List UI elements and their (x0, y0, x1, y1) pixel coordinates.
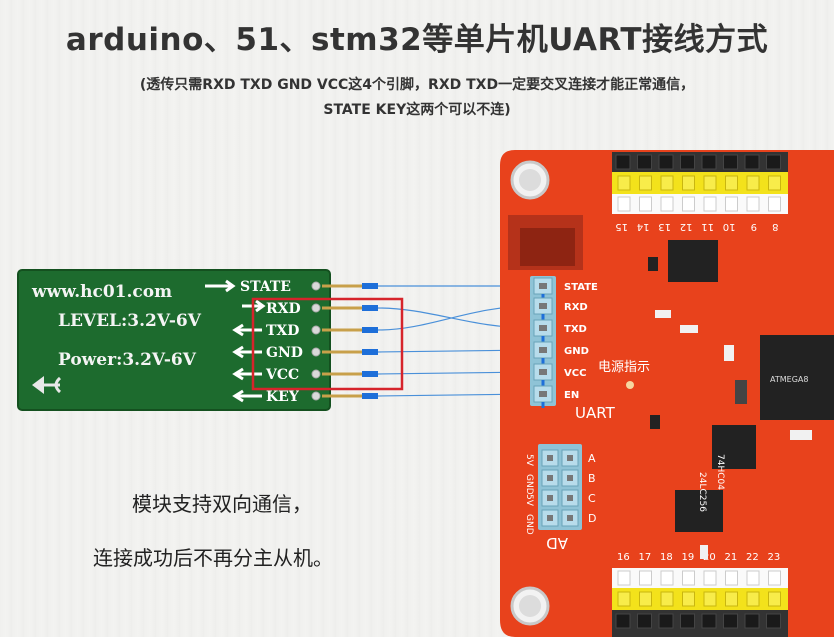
ad-pin-voltage: GND (524, 474, 534, 495)
bottom-pin-number: 19 (682, 552, 695, 563)
blue-pin-tip-key (362, 393, 378, 399)
module-power: Power:3.2V-6V (58, 350, 197, 370)
top-pin-number: 9 (751, 221, 757, 232)
top-pin-numbers: 15 14 13 12 11 10 9 8 (615, 221, 778, 232)
bottom-pin-number: 20 (703, 552, 716, 563)
bottom-pin-number: 21 (725, 552, 738, 563)
power-led-icon (626, 381, 634, 389)
ad-pin-voltage: GND (524, 514, 534, 535)
solder-pad (311, 369, 321, 379)
ad-header: 5V A GND B 5V C GND D AD (524, 444, 596, 552)
ic-middle (712, 425, 756, 469)
arrow-icon-state (205, 279, 236, 293)
ad-pin-letter: A (588, 452, 596, 465)
module-pin-label-vcc: VCC (265, 367, 299, 383)
top-header (612, 152, 788, 214)
ad-pin-voltage: 5V (524, 494, 534, 507)
arrow-icon-vcc (232, 367, 262, 381)
arrow-icon-gnd (232, 345, 262, 359)
top-pin-number: 13 (658, 221, 671, 232)
solder-pad (311, 347, 321, 357)
bottom-pin-number: 18 (660, 552, 673, 563)
top-pin-number: 12 (680, 221, 693, 232)
top-pin-number: 15 (615, 221, 628, 232)
ad-pin-letter: C (588, 492, 596, 505)
bottom-pin-numbers: 16 17 18 19 20 21 22 23 (617, 552, 780, 563)
bottom-pin-number: 17 (639, 552, 652, 563)
chip-label: ATMEGA8 (770, 375, 808, 384)
small-components (648, 257, 812, 559)
blue-pin-tip-gnd (362, 349, 378, 355)
board-pin-label-rxd: RXD (564, 302, 588, 313)
arrow-icon-txd (232, 323, 262, 337)
top-pin-number: 10 (723, 221, 736, 232)
top-pin-number: 8 (772, 221, 778, 232)
uart-label: UART (575, 404, 616, 422)
ad-pin-letter: B (588, 472, 596, 485)
mcu-board: 15 14 13 12 11 10 9 8 16 17 18 19 20 21 22 23 STATE RXD… (500, 150, 834, 637)
subtitle-line-1: (透传只需RXD TXD GND VCC这4个引脚，RXD TXD一定要交叉连接… (139, 77, 695, 93)
uart-header (530, 276, 556, 408)
module-pin-label-txd: TXD (266, 323, 299, 339)
board-pin-label-en: EN (564, 390, 579, 401)
board-pin-label-txd: TXD (564, 324, 587, 335)
page-title: arduino、51、stm32等单片机UART接线方式 (65, 22, 769, 58)
board-pin-label-state: STATE (564, 282, 598, 293)
ic-label-2: 24LC256 (697, 472, 707, 512)
module-website: www.hc01.com (31, 282, 172, 302)
subtitle-line-2: STATE KEY这两个可以不连) (323, 102, 511, 118)
module-pin-label-gnd: GND (266, 345, 303, 361)
blue-pin-tip-state (362, 283, 378, 289)
bottom-pin-number: 23 (768, 552, 781, 563)
board-pin-label-gnd: GND (564, 346, 589, 357)
note-line-1: 模块支持双向通信， (132, 492, 312, 516)
module-pin-label-state: STATE (240, 279, 291, 295)
power-indicator-label: 电源指示 (598, 360, 650, 375)
blue-pin-tip-rxd (362, 305, 378, 311)
module-level: LEVEL:3.2V-6V (58, 311, 202, 331)
solder-pad (311, 325, 321, 335)
bottom-pin-number: 22 (746, 552, 759, 563)
bottom-header (612, 568, 788, 637)
solder-pad (311, 281, 321, 291)
solder-pad (311, 391, 321, 401)
ic-label-1: 74HC04 (715, 454, 725, 490)
ad-label: AD (546, 534, 568, 552)
module-pin-label-key: KEY (266, 389, 300, 405)
arrow-icon-key (232, 389, 262, 403)
highlight-box (251, 297, 404, 391)
board-pin-label-vcc: VCC (564, 368, 586, 379)
ic-mcu-chip: ATMEGA8 (760, 335, 834, 420)
ic-top-right (668, 240, 718, 282)
hc-logo-icon: HC (32, 376, 62, 394)
blue-pin-tip-vcc (362, 371, 378, 377)
note-line-2: 连接成功后不再分主从机。 (93, 546, 333, 570)
top-pin-number: 11 (701, 221, 714, 232)
solder-pad (311, 303, 321, 313)
bottom-pin-number: 16 (617, 552, 630, 563)
ad-pin-letter: D (588, 512, 596, 525)
module-pin-label-rxd: RXD (266, 301, 301, 317)
blue-pin-tip-txd (362, 327, 378, 333)
ad-pin-voltage: 5V (524, 454, 534, 467)
ic-bottom (675, 490, 723, 532)
top-pin-number: 14 (637, 221, 650, 232)
